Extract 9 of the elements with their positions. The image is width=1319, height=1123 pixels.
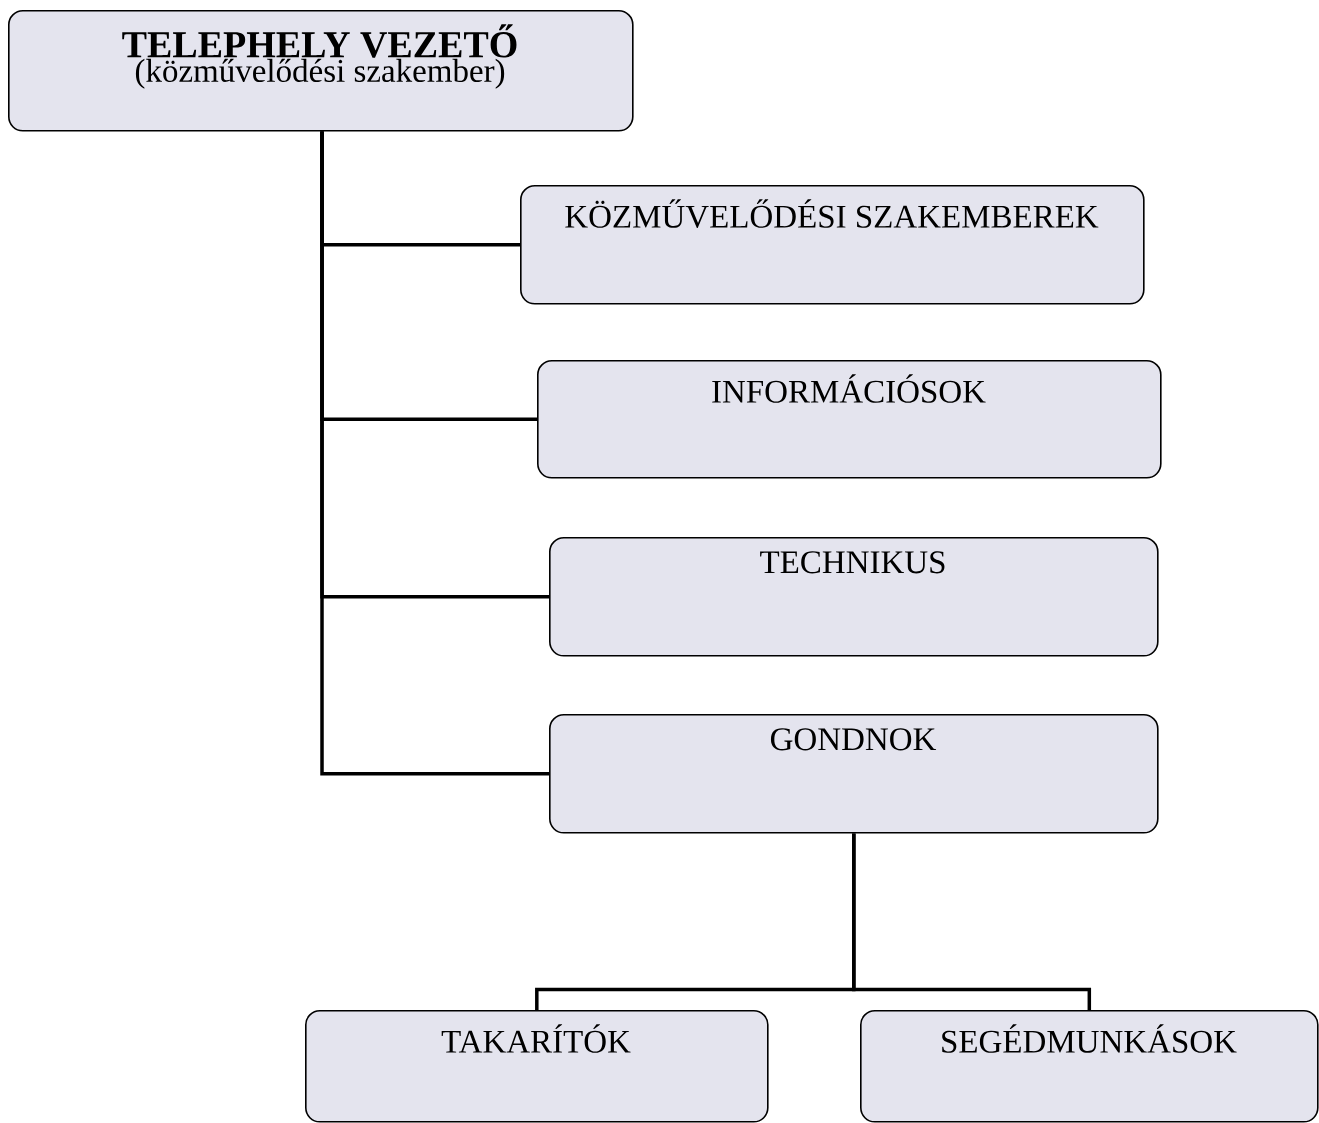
org-box: INFORMÁCIÓSOK — [537, 360, 1162, 479]
org-box: TELEPHELY VEZETŐ (közművelődési szakember) — [8, 10, 634, 132]
org-box: GONDNOK — [549, 714, 1159, 834]
org-box: SEGÉDMUNKÁSOK — [860, 1010, 1319, 1123]
org-box: TECHNIKUS — [549, 537, 1159, 657]
org-box: TAKARÍTÓK — [305, 1010, 769, 1123]
connector-line — [852, 833, 1092, 1010]
connector-line — [320, 131, 549, 776]
org-box: KÖZMŰVELŐDÉSI SZAKEMBEREK — [520, 185, 1145, 305]
